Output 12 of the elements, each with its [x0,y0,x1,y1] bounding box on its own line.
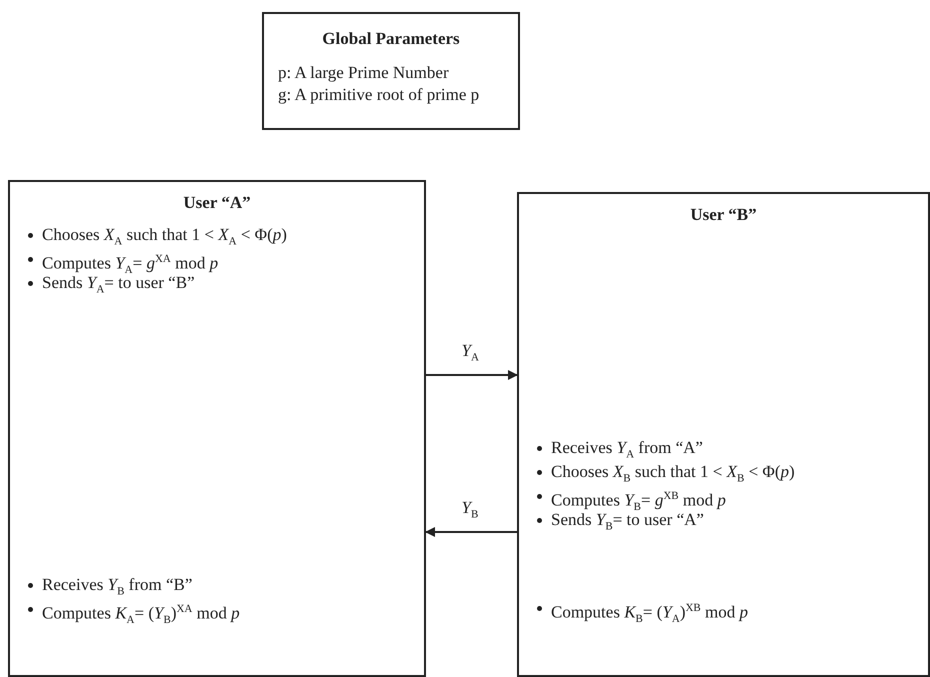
box-heading: User “B” [689,204,758,226]
arrow [426,370,518,380]
parameters-box [262,12,520,130]
user-box [8,180,426,677]
parameter-text: p: A large Prime Number [278,62,449,84]
bullet-item: Chooses X$_{A}$ such that 1 < X$_{A}$ < Φ(p) [28,224,287,252]
bullet-item: Computes K$_{B}$= (Y$_{A}$)$^{XB}$ mod p [537,597,748,630]
box-heading: Global Parameters [321,28,461,50]
arrow [425,527,517,537]
parameter-text: g: A primitive root of prime p [278,84,480,106]
user-box [517,192,930,677]
box-heading: User “A” [182,192,252,214]
